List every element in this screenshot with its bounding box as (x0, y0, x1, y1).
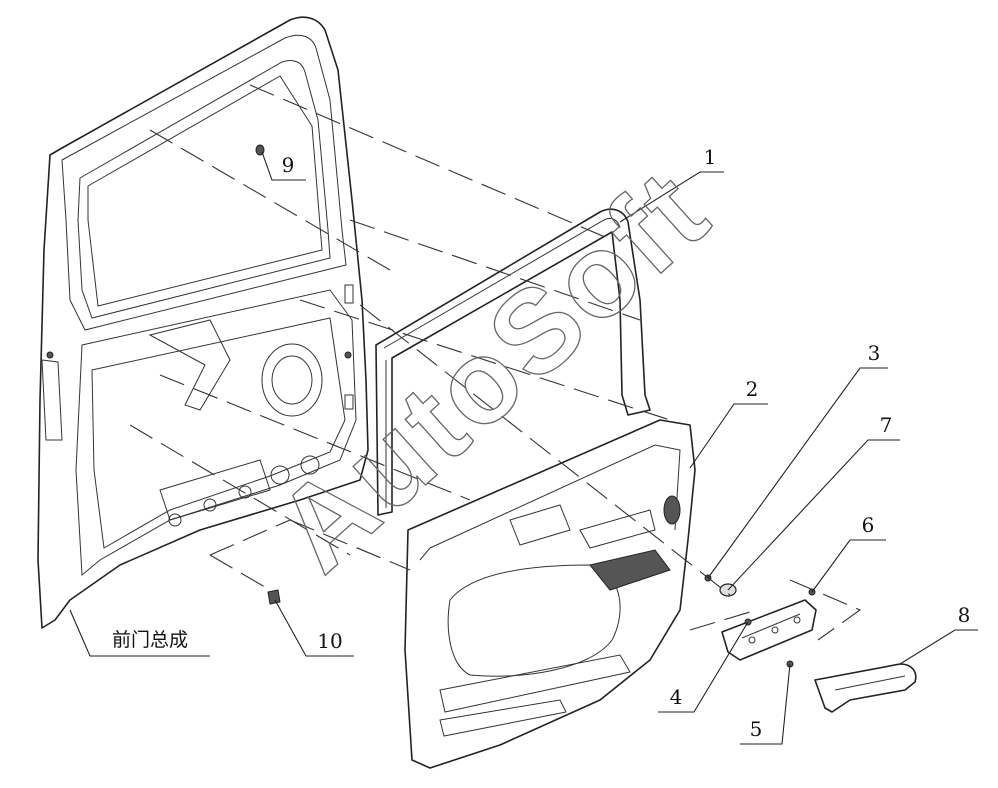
assembly-dash-lines (129, 84, 862, 641)
callout-5: 5 (750, 717, 763, 741)
main-assembly-label: 前门总成 (112, 629, 188, 651)
part-10-plug (267, 589, 281, 605)
callout-2: 2 (746, 377, 759, 401)
callout-9: 9 (282, 153, 295, 177)
callout-4: 4 (670, 685, 683, 709)
callout-6: 6 (862, 513, 875, 537)
front-door-assembly (37, 16, 369, 629)
callout-7: 7 (880, 413, 893, 437)
leader-lines (69, 151, 978, 745)
callout-8: 8 (958, 603, 971, 627)
callout-labels: 1 2 3 4 5 6 7 8 9 10 前门总成 (112, 145, 970, 741)
callout-10: 10 (317, 629, 342, 653)
callout-3: 3 (868, 341, 881, 365)
part-8-handle-cover (814, 663, 917, 713)
part-4-armrest-bracket (721, 599, 817, 661)
part-2-trim-panel (404, 419, 696, 769)
callout-1: 1 (704, 145, 717, 169)
part-1-window-seal (375, 208, 651, 516)
